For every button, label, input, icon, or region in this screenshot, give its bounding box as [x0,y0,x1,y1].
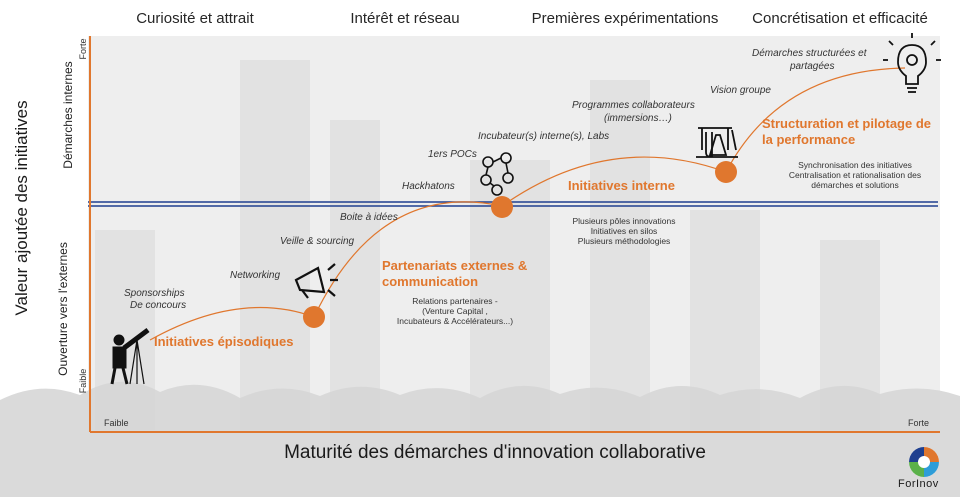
label-hackhatons: Hackhatons [402,181,455,192]
phase-header-3: Premières expérimentations [531,10,719,27]
stage-details-3: Plusieurs pôles innovations Initiatives … [554,216,694,246]
stage-details-2: Relations partenaires - (Venture Capital… [370,296,540,326]
x-axis-low: Faible [104,418,129,428]
label-vision: Vision groupe [710,85,771,96]
stage-detail-line: Incubateurs & Accélérateurs...) [396,316,514,326]
stage-dot-3 [491,196,513,218]
logo-text: ForInov [898,478,939,490]
phase-header-4: Concrétisation et efficacité [752,10,928,27]
label-concours: De concours [130,300,187,311]
stage-detail-line: Centralisation et rationalisation des [788,170,922,180]
network-people-icon [480,152,514,196]
forinov-logo-icon [909,447,939,477]
label-veille: Veille & sourcing [280,236,355,247]
crowd-silhouette [0,381,960,497]
y-zone-upper: Démarches internes [61,61,75,169]
megaphone-icon [294,263,338,299]
stage-detail-line: Initiatives en silos [590,226,658,236]
stage-detail-line: (Venture Capital , [422,306,488,316]
label-networking: Networking [230,270,281,281]
stage-title-3: Initiatives interne [568,178,675,193]
stage-detail-line: Plusieurs pôles innovations [572,216,676,226]
y-axis-high: Forte [78,38,88,60]
stage-detail-line: démarches et solutions [811,180,899,190]
stage-detail-line: Relations partenaires - [412,296,498,306]
telescope-person-icon [110,328,150,385]
lab-flasks-icon [696,127,738,158]
x-axis-high: Forte [908,418,930,428]
label-boite: Boite à idées [340,212,398,223]
stage-title-2: Partenariats externes & communication [382,258,528,289]
lightbulb-gear-icon [883,33,941,93]
stage-dot-2 [303,306,325,328]
stage-detail-line: Plusieurs méthodologies [577,236,671,246]
label-structurees: Démarches structurées et [752,48,867,59]
stage-detail-line: Synchronisation des initiatives [798,160,912,170]
stage-dot-4 [715,161,737,183]
y-zone-lower: Ouverture vers l'externes [56,242,70,376]
x-axis-title: Maturité des démarches d'innovation coll… [284,442,706,463]
stage-details-4: Synchronisation des initiatives Centrali… [770,160,940,190]
label-incubateurs: Incubateur(s) interne(s), Labs [478,131,610,142]
stage-title-4: Structuration et pilotage de la performa… [762,116,932,147]
phase-header-1: Curiosité et attrait [136,10,254,27]
label-pocs: 1ers POCs [428,149,477,160]
stage-title-1: Initiatives épisodiques [154,334,294,349]
y-axis-low: Faible [78,368,88,394]
label-programmes: Programmes collaborateurs [572,100,695,111]
label-partagees: partagées [790,61,835,72]
label-sponsorships: Sponsorships [124,288,185,299]
label-immersions: (immersions…) [604,113,672,124]
phase-header-2: Intérêt et réseau [350,10,460,27]
y-axis-title: Valeur ajoutée des initiatives [12,100,31,316]
